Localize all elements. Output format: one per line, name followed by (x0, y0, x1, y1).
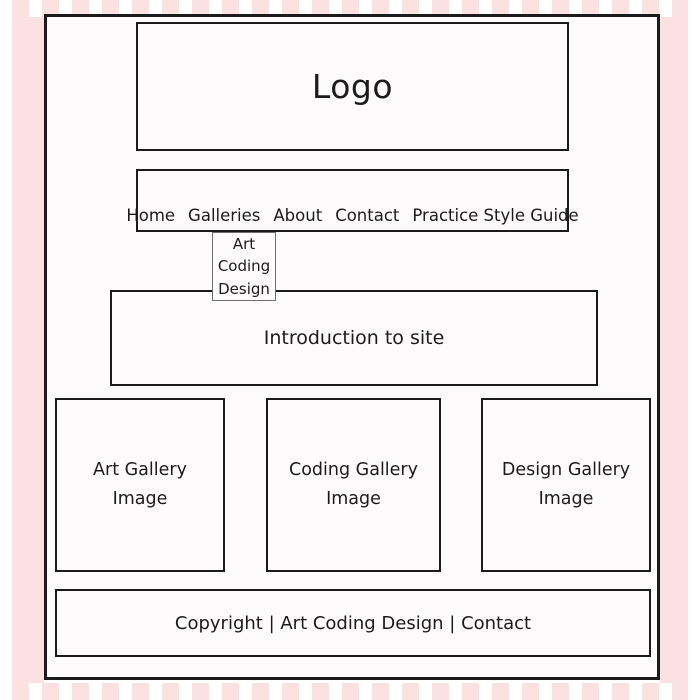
dropdown-item-coding[interactable]: Coding (217, 257, 271, 276)
introduction-section: Introduction to site (110, 290, 598, 386)
coding-gallery-label-line2: Image (326, 489, 381, 509)
nav-item-contact[interactable]: Contact (335, 206, 400, 225)
art-gallery-image-placeholder[interactable]: Art Gallery Image (55, 398, 225, 572)
decorative-pink-dashes-bottom (12, 683, 688, 700)
dropdown-item-design[interactable]: Design (218, 279, 270, 298)
footer-label: Copyright | Art Coding Design | Contact (174, 612, 532, 634)
design-gallery-label-line1: Design Gallery (501, 460, 631, 480)
introduction-label: Introduction to site (263, 327, 445, 349)
design-gallery-image-placeholder[interactable]: Design Gallery Image (481, 398, 651, 572)
dropdown-item-art[interactable]: Art (232, 235, 256, 254)
navigation-bar: Home Galleries About Contact Practice St… (126, 169, 579, 232)
nav-item-galleries[interactable]: Galleries (188, 206, 261, 225)
decorative-pink-strip-left (12, 0, 44, 700)
wireframe-frame: Logo Home Galleries About Contact Practi… (44, 14, 660, 680)
art-gallery-label-line2: Image (112, 489, 168, 509)
galleries-dropdown-menu: Art Coding Design (212, 232, 276, 301)
logo-label: Logo (311, 67, 394, 106)
art-gallery-label-line1: Art Gallery (93, 460, 187, 480)
nav-item-home[interactable]: Home (126, 206, 176, 225)
design-gallery-label-line2: Image (538, 489, 594, 509)
coding-gallery-image-placeholder[interactable]: Coding Gallery Image (266, 398, 441, 572)
nav-item-about[interactable]: About (273, 206, 323, 225)
navigation-list: Home Galleries About Contact Practice St… (126, 206, 578, 225)
footer-section: Copyright | Art Coding Design | Contact (55, 589, 651, 657)
logo-placeholder-box: Logo (136, 22, 569, 151)
nav-item-practice-style-guide[interactable]: Practice Style Guide (412, 206, 579, 225)
decorative-pink-dashes-top (12, 0, 688, 17)
decorative-pink-strip-right (660, 0, 688, 700)
coding-gallery-label-line1: Coding Gallery (289, 460, 418, 480)
